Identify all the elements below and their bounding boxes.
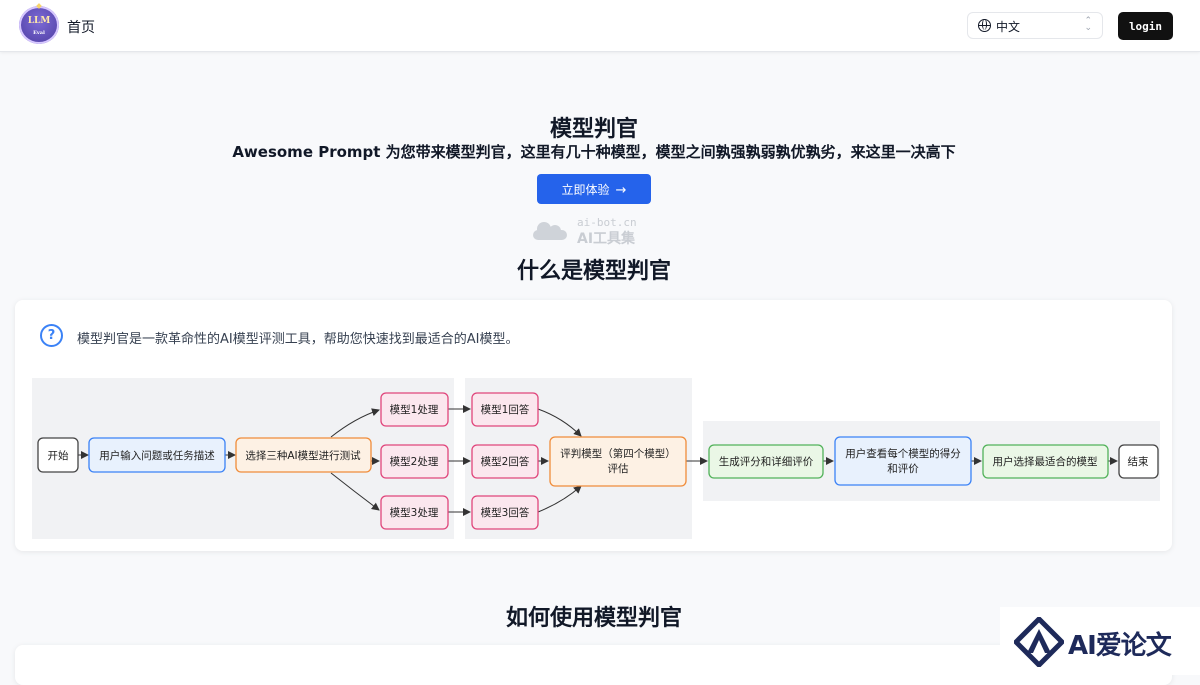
flow-node-end: 结束 (1118, 444, 1159, 479)
language-select[interactable]: 中文 ⌃⌄ (967, 12, 1103, 39)
flow-node-judge-label-2: 评估 (608, 462, 629, 475)
flow-node-view: 用户查看每个模型的得分 和评价 (834, 436, 972, 486)
how-card (15, 645, 1172, 685)
what-description: 模型判官是一款革命性的AI模型评测工具，帮助您快速找到最适合的AI模型。 (77, 332, 519, 347)
ai-diamond-logo-icon (1014, 617, 1064, 667)
try-now-button[interactable]: 立即体验 → (537, 174, 651, 204)
flow-node-choose-label: 用户选择最适合的模型 (993, 455, 1098, 468)
watermark-domain: ai-bot.cn (577, 216, 637, 229)
flow-node-input: 用户输入问题或任务描述 (88, 437, 226, 473)
section-title-what: 什么是模型判官 (516, 259, 671, 284)
flow-node-start-label: 开始 (48, 449, 69, 462)
hero-subtitle: Awesome Prompt 为您带来模型判官，这里有几十种模型，模型之间孰强孰… (232, 143, 956, 161)
flow-node-select-label: 选择三种AI模型进行测试 (245, 449, 361, 462)
flow-node-answer2: 模型2回答 (471, 444, 539, 479)
flow-node-answer1-label: 模型1回答 (481, 403, 530, 416)
watermark-name: AI工具集 (577, 231, 636, 247)
flow-node-score-label: 生成评分和详细评价 (719, 455, 814, 468)
flow-node-model1-label: 模型1处理 (390, 403, 439, 416)
flow-node-answer2-label: 模型2回答 (481, 455, 530, 468)
what-card: ? 模型判官是一款革命性的AI模型评测工具，帮助您快速找到最适合的AI模型。 (15, 300, 1172, 551)
watermark-ai-ailunwen: AI爱论文 (1000, 607, 1200, 675)
cloud-logo-icon (533, 222, 567, 242)
top-navbar: LLM Eval 首页 中文 ⌃⌄ login (0, 0, 1200, 52)
flow-node-model2: 模型2处理 (380, 444, 449, 479)
logo-star-icon (36, 3, 42, 9)
globe-icon (978, 19, 991, 32)
login-button[interactable]: login (1118, 12, 1173, 40)
arrow-right-icon: → (615, 182, 627, 198)
flow-node-end-label: 结束 (1128, 455, 1150, 468)
flow-node-model1: 模型1处理 (380, 392, 449, 427)
hero-title: 模型判官 (549, 117, 638, 142)
watermark-text: AI爱论文 (1068, 631, 1172, 661)
logo-text: LLM (27, 16, 51, 26)
flow-node-answer3-label: 模型3回答 (481, 506, 530, 519)
nav-home-link[interactable]: 首页 (67, 20, 95, 36)
flow-node-score: 生成评分和详细评价 (708, 444, 824, 479)
chevron-updown-icon: ⌃⌄ (1084, 16, 1092, 33)
flow-node-select: 选择三种AI模型进行测试 (235, 437, 372, 473)
site-logo[interactable]: LLM Eval (19, 3, 59, 44)
flow-node-choose: 用户选择最适合的模型 (982, 444, 1109, 479)
flow-node-view-label-2: 和评价 (887, 463, 919, 475)
flowchart-diagram: 开始 用户输入问题或任务描述 选择三种AI模型进行测试 模型1处理 模型2处理 … (32, 378, 1160, 539)
question-circle-icon: ? (40, 324, 63, 347)
flow-node-start: 开始 (37, 437, 79, 473)
flow-node-model2-label: 模型2处理 (390, 455, 439, 468)
flow-node-input-label: 用户输入问题或任务描述 (99, 449, 215, 462)
language-value: 中文 (996, 20, 1021, 34)
flow-node-answer3: 模型3回答 (471, 495, 539, 530)
flow-node-model3: 模型3处理 (380, 495, 449, 530)
flow-node-answer1: 模型1回答 (471, 392, 539, 427)
try-now-label: 立即体验 (561, 182, 610, 197)
flow-node-model3-label: 模型3处理 (390, 506, 439, 519)
flow-node-judge-label-1: 评判模型（第四个模型） (560, 447, 676, 460)
flow-node-view-label-1: 用户查看每个模型的得分 (845, 447, 961, 460)
logo-subtext: Eval (33, 30, 45, 36)
flow-node-judge: 评判模型（第四个模型） 评估 (549, 436, 687, 487)
section-title-how: 如何使用模型判官 (505, 606, 682, 631)
